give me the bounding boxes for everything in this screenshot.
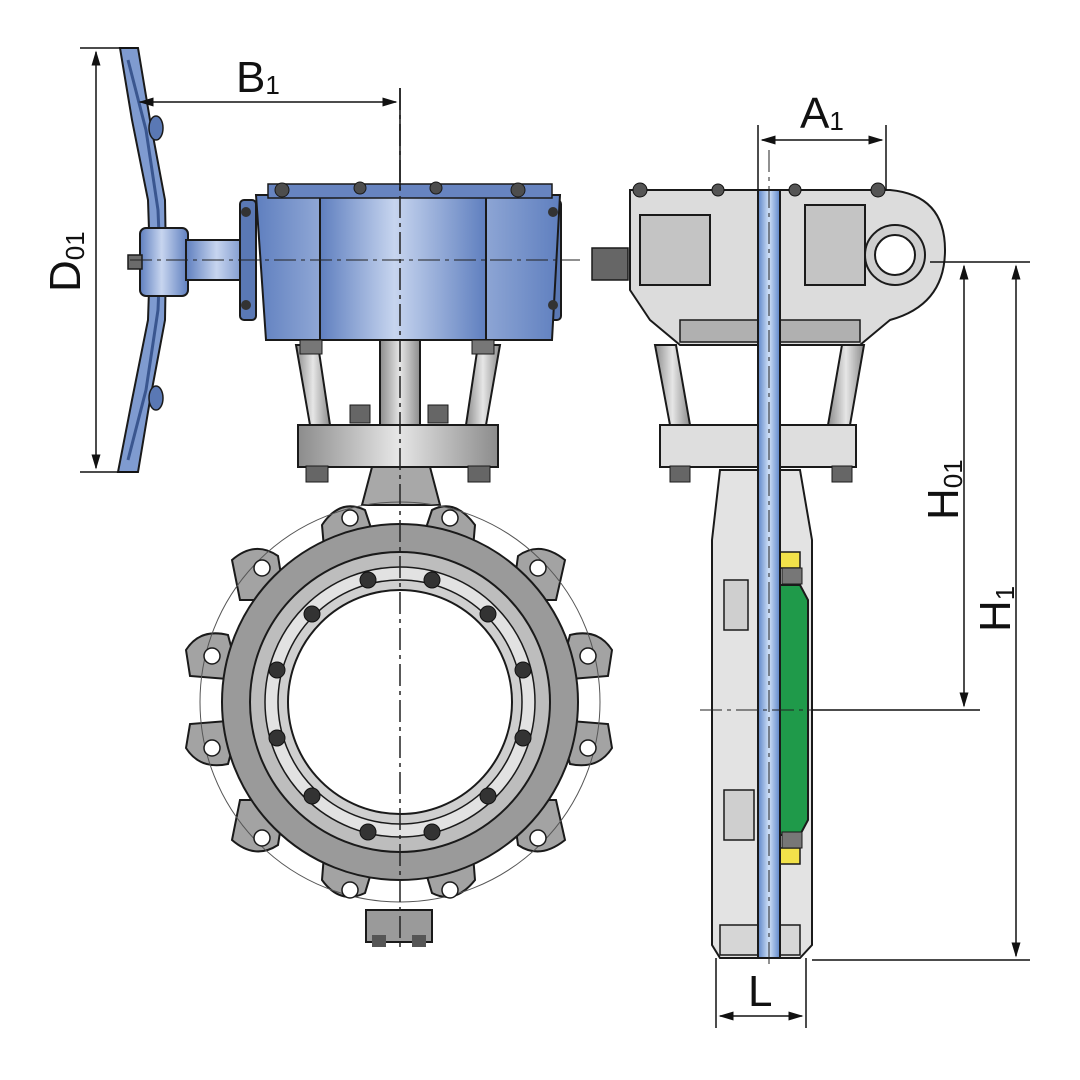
label-h1: H1 (971, 586, 1020, 632)
lug-holes (203, 509, 597, 899)
svg-text:H01: H01 (919, 459, 968, 520)
seat-ring-top (779, 551, 801, 569)
svg-text:H1: H1 (971, 586, 1020, 632)
seat-ring-bottom (779, 847, 801, 865)
front-view (116, 47, 614, 950)
svg-text:L: L (748, 967, 772, 1016)
seat-bolts (268, 571, 532, 841)
yoke (294, 339, 502, 506)
side-view (591, 150, 947, 965)
label-h01: H01 (919, 459, 968, 520)
label-b1: B1 (236, 53, 280, 102)
label-a1: A1 (800, 89, 844, 138)
svg-text:B1: B1 (236, 53, 280, 102)
label-l: L (748, 967, 772, 1016)
dimension-lines (80, 47, 1030, 1028)
svg-text:A1: A1 (800, 89, 844, 138)
label-d01: D01 (41, 231, 90, 292)
gearbox (239, 181, 562, 341)
svg-text:D01: D01 (41, 231, 90, 292)
